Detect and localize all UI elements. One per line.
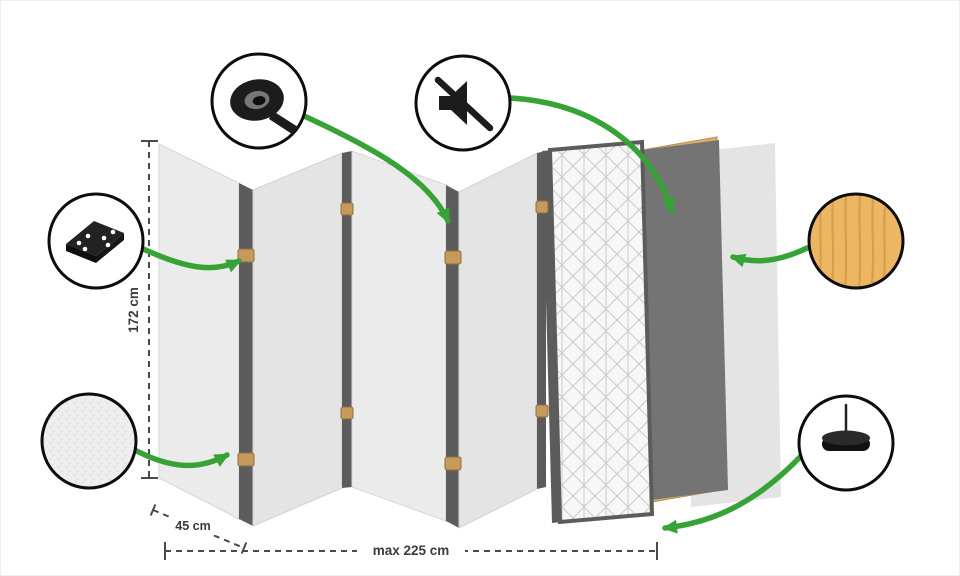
arrow-wood-to-frame [730, 245, 810, 268]
patterned-panel [547, 139, 655, 525]
wood-badge [807, 192, 905, 290]
texture-badge [40, 392, 138, 490]
felt-panel [635, 140, 728, 501]
max-width-dimension-cap [164, 542, 658, 560]
hinge-piece [444, 456, 462, 471]
height-dimension-cap [141, 140, 158, 479]
arrow-hinge-to-fold [136, 244, 242, 273]
panel-4 [458, 152, 538, 529]
dimension-annotations [141, 140, 658, 560]
hinge-piece [340, 202, 354, 216]
label-mask [168, 517, 218, 535]
panel-3 [351, 150, 447, 522]
muted-speaker-icon [434, 76, 494, 132]
max-width-dimension-label: max 225 cm [373, 543, 450, 558]
hinge-piece [237, 248, 255, 263]
hinge-icon [66, 221, 124, 263]
hinge-piece [237, 452, 255, 467]
texture-swatch [40, 392, 138, 490]
height-dimension-label: 172 cm [126, 287, 141, 333]
panel-width-dimension-label: 45 cm [175, 519, 210, 533]
fold-edge-1 [239, 183, 253, 526]
mute-badge [414, 54, 512, 152]
wood-grain-lines [818, 196, 887, 286]
tape-roll-icon [230, 79, 298, 134]
hinge-piece [444, 250, 462, 265]
arrow-pin-to-base [662, 453, 804, 534]
panel-2 [252, 152, 343, 527]
pin-badge [797, 394, 895, 492]
tape-badge [210, 52, 308, 150]
arrow-mute-to-felt [507, 95, 676, 214]
hinge-piece [535, 200, 549, 214]
wood-swatch [807, 192, 905, 290]
hinge-badge [47, 192, 145, 290]
fold-edge-3 [446, 185, 459, 528]
callout-arrows [128, 95, 810, 534]
fold-edge-2 [342, 151, 352, 488]
hinge-piece [340, 406, 354, 420]
arrow-texture-to-panel [128, 445, 230, 469]
arrow-tape-to-hinge [299, 112, 451, 224]
hinge-piece [535, 404, 549, 418]
label-mask [357, 541, 465, 560]
folding-screen [158, 136, 781, 529]
pin-icon [822, 403, 870, 451]
